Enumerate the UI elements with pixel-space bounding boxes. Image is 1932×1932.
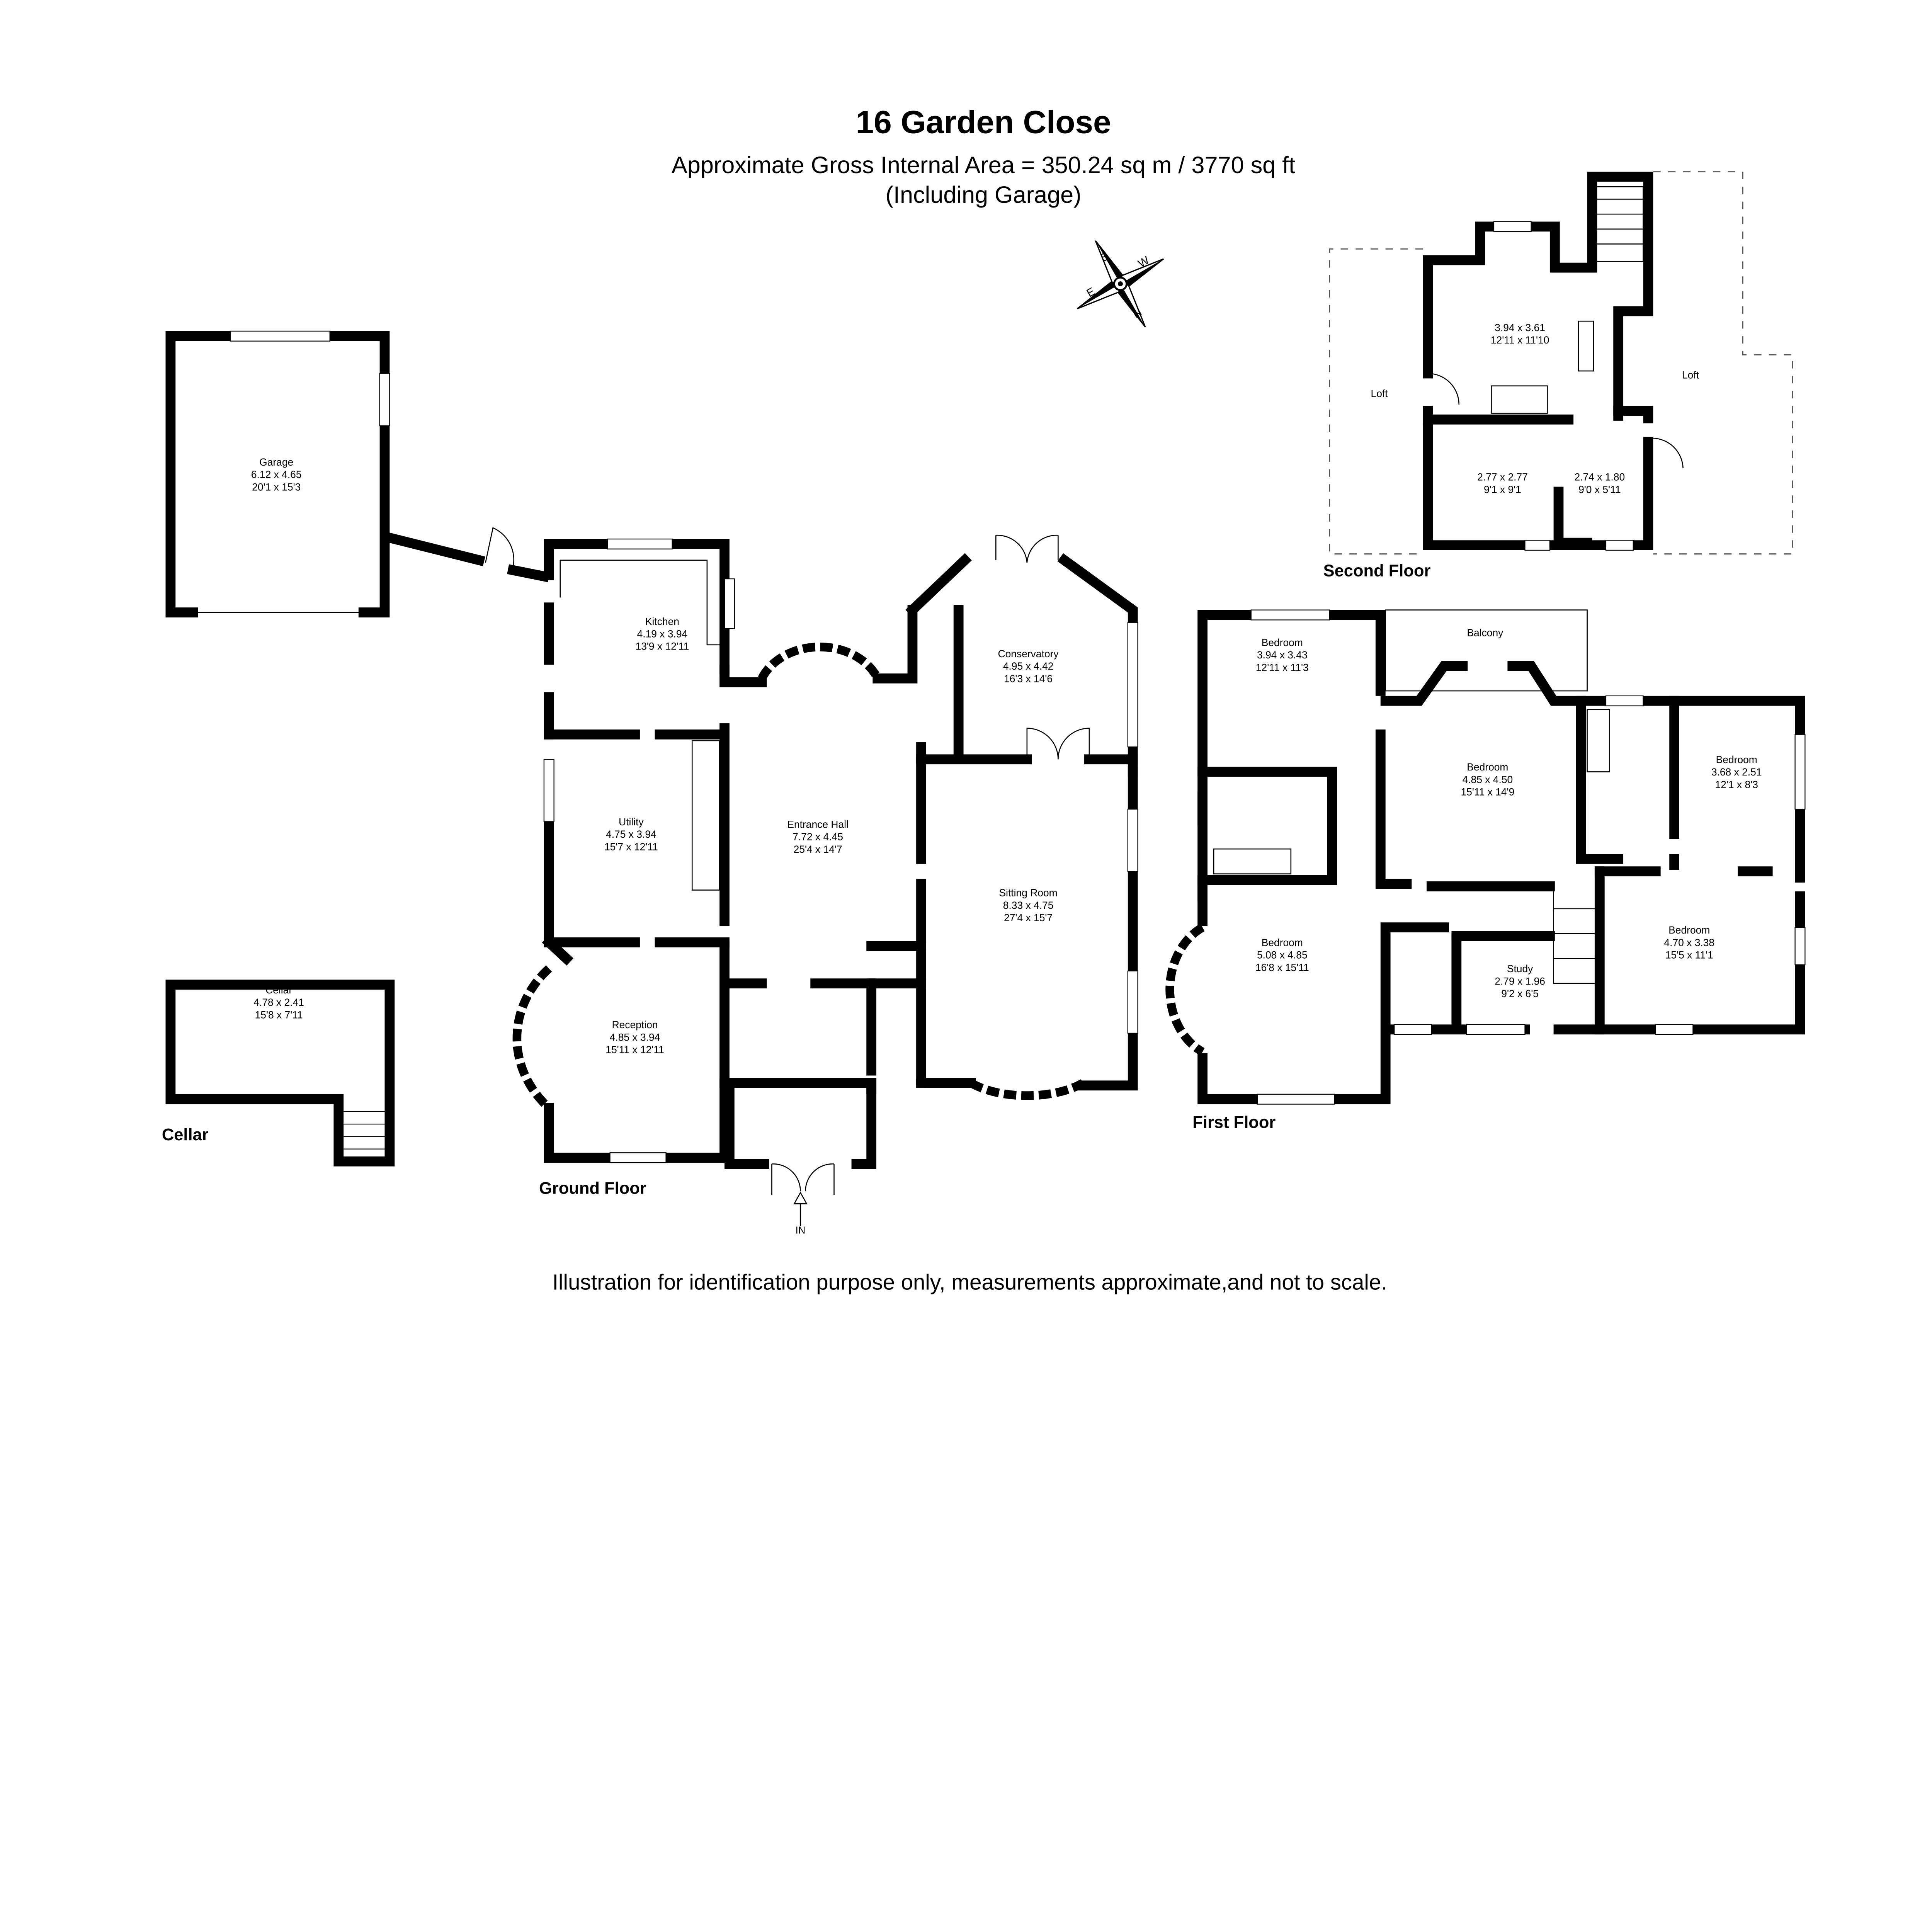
room-name-bedroom: Bedroom	[1716, 754, 1757, 765]
room-imperial: 9'1 x 9'1	[1484, 484, 1521, 495]
room-metric: 4.78 x 2.41	[253, 997, 304, 1008]
room-name-study: Study	[1507, 963, 1533, 975]
room-name-entrance-hall: Entrance Hall	[787, 818, 849, 830]
room-imperial: 9'0 x 5'11	[1578, 484, 1621, 495]
compass-rose-icon: N E S W	[1077, 240, 1164, 328]
floor-label-ground: Ground Floor	[539, 1179, 646, 1198]
balcony-label: Balcony	[1467, 627, 1503, 638]
room-name: Garage	[259, 456, 293, 468]
room-metric: 6.12 x 4.65	[251, 469, 302, 480]
room-metric: 3.94 x 3.61	[1495, 322, 1545, 333]
room-name: Cellar	[265, 984, 292, 996]
area-note: (Including Garage)	[886, 182, 1082, 208]
property-title: 16 Garden Close	[856, 104, 1111, 140]
room-imperial: 16'3 x 14'6	[1004, 673, 1053, 684]
cellar: Cellar 4.78 x 2.41 15'8 x 7'11 Cellar	[162, 980, 395, 1167]
room-metric: 5.08 x 4.85	[1257, 949, 1308, 961]
room-imperial: 27'4 x 15'7	[1004, 912, 1053, 923]
room-metric: 4.70 x 3.38	[1664, 937, 1714, 948]
room-metric: 3.68 x 2.51	[1711, 766, 1762, 778]
room-imperial: 25'4 x 14'7	[794, 844, 842, 855]
room-name-sitting-room: Sitting Room	[999, 887, 1057, 899]
second-floor-labels: 3.94 x 3.61 12'11 x 11'10 2.77 x 2.77 9'…	[1371, 322, 1699, 495]
room-name-reception: Reception	[612, 1019, 658, 1031]
garage: Garage 6.12 x 4.65 20'1 x 15'3	[165, 330, 550, 617]
entrance-label: IN	[796, 1225, 806, 1236]
room-metric: 2.74 x 1.80	[1574, 471, 1625, 483]
room-metric: 8.33 x 4.75	[1003, 900, 1054, 911]
room-metric: 4.75 x 3.94	[606, 828, 656, 840]
second-floor-plan: 3.94 x 3.61 12'11 x 11'10 2.77 x 2.77 9'…	[1323, 171, 1793, 580]
room-name-kitchen: Kitchen	[645, 616, 679, 627]
room-name-utility: Utility	[619, 816, 644, 828]
gross-area: Approximate Gross Internal Area = 350.24…	[672, 152, 1295, 178]
ground-floor-labels: Kitchen 4.19 x 3.94 13'9 x 12'11 Utility…	[604, 616, 1059, 1055]
floor-label-second: Second Floor	[1323, 562, 1431, 580]
room-imperial: 12'1 x 8'3	[1715, 779, 1758, 790]
room-imperial: 16'8 x 15'11	[1255, 962, 1309, 973]
room-metric: 3.94 x 3.43	[1257, 649, 1308, 661]
room-imperial: 12'11 x 11'10	[1491, 334, 1549, 346]
room-metric: 2.79 x 1.96	[1495, 975, 1545, 987]
first-floor-plan: Balcony Bedroom 3.94 x 3.43 12'11 x 11'3…	[1165, 609, 1806, 1132]
room-name-bedroom: Bedroom	[1262, 637, 1303, 648]
room-imperial: 15'11 x 12'11	[605, 1044, 664, 1056]
room-metric: 2.77 x 2.77	[1477, 471, 1528, 483]
room-imperial: 15'7 x 12'11	[604, 841, 658, 852]
room-name-bedroom: Bedroom	[1467, 761, 1508, 773]
room-metric: 4.19 x 3.94	[637, 628, 688, 639]
loft-label-right: Loft	[1682, 369, 1699, 381]
room-imperial: 15'11 x 14'9	[1461, 786, 1514, 798]
room-metric: 4.85 x 4.50	[1463, 774, 1513, 785]
floor-label-cellar: Cellar	[162, 1126, 209, 1144]
room-imperial: 15'5 x 11'1	[1665, 949, 1713, 961]
first-floor-labels: Bedroom 3.94 x 3.43 12'11 x 11'3 Bedroom…	[1255, 637, 1762, 1000]
room-name-conservatory: Conservatory	[998, 648, 1059, 660]
room-metric: 7.72 x 4.45	[793, 831, 843, 843]
room-imperial: 20'1 x 15'3	[252, 481, 301, 493]
room-imperial: 12'11 x 11'3	[1256, 662, 1309, 673]
room-imperial: 9'2 x 6'5	[1501, 988, 1539, 1000]
loft-label-left: Loft	[1371, 388, 1388, 400]
disclaimer: Illustration for identification purpose …	[552, 1270, 1387, 1294]
room-metric: 4.95 x 4.42	[1003, 660, 1054, 672]
room-metric: 4.85 x 3.94	[610, 1031, 660, 1043]
room-name-bedroom: Bedroom	[1668, 924, 1710, 936]
room-imperial: 15'8 x 7'11	[255, 1009, 303, 1020]
floor-label-first: First Floor	[1192, 1113, 1276, 1132]
room-imperial: 13'9 x 12'11	[636, 641, 689, 652]
ground-floor-plan: Kitchen 4.19 x 3.94 13'9 x 12'11 Utility…	[512, 535, 1138, 1236]
floor-plan: 16 Garden Close Approximate Gross Intern…	[162, 104, 1806, 1294]
room-name-bedroom: Bedroom	[1262, 937, 1303, 948]
